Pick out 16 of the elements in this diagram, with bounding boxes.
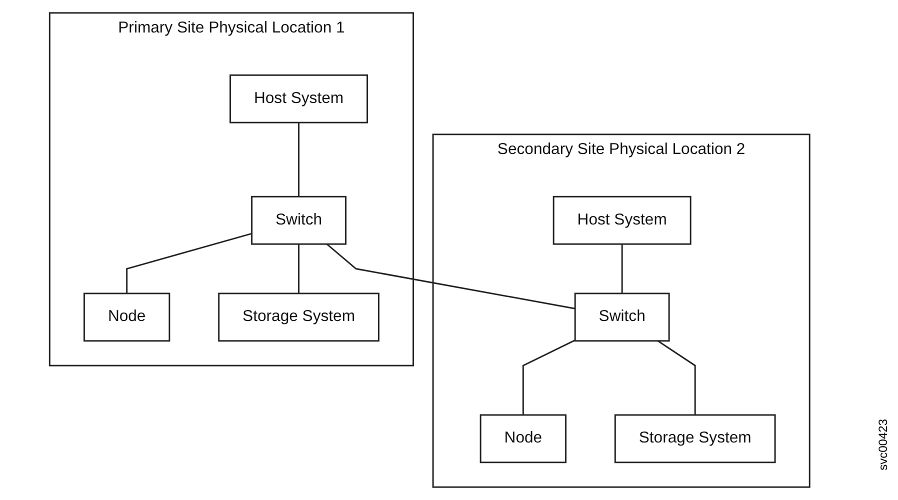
connector — [326, 244, 576, 310]
node-box: Switch — [251, 196, 347, 245]
connector — [298, 122, 300, 197]
connector — [622, 244, 624, 294]
node-box: Host System — [553, 196, 692, 245]
node-box: Storage System — [218, 292, 380, 342]
connector — [522, 340, 576, 415]
node-box: Switch — [574, 292, 670, 342]
node-box: Host System — [230, 74, 368, 124]
figure-id: svc00423 — [876, 418, 890, 470]
node-box: Storage System — [614, 414, 776, 464]
node-box: Node — [480, 414, 567, 464]
connector — [126, 232, 252, 294]
connector — [658, 340, 696, 415]
node-box: Node — [84, 292, 171, 342]
connector — [298, 244, 300, 294]
